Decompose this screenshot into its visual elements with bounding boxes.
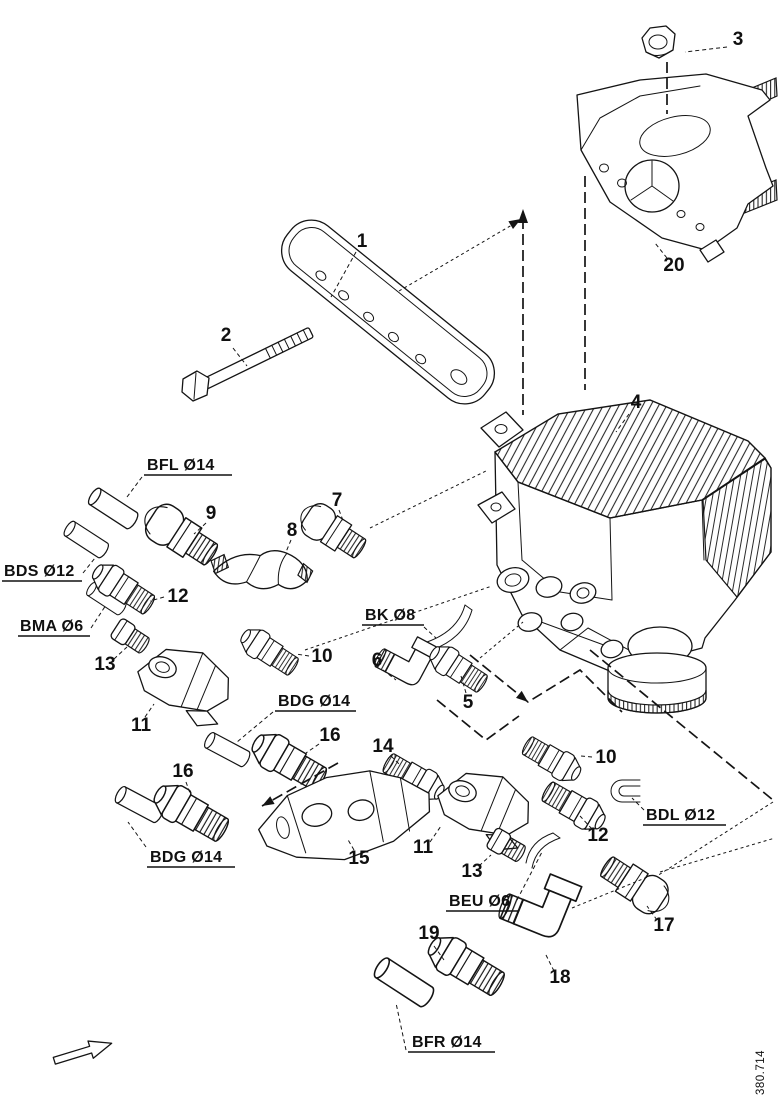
callout-14: 14 [372,736,394,757]
part-3-nut [641,25,676,59]
callout-13-right: 13 [461,861,482,882]
callout-5: 5 [463,692,474,713]
callout-13-left: 13 [94,654,115,675]
part-20-bracket [576,73,778,263]
part-16-fitting-lower [146,775,235,849]
port-label-bdg-lower: BDG Ø14 [150,849,222,866]
callout-9: 9 [206,503,217,524]
callout-10-left: 10 [311,646,332,667]
part-4-valve-body [477,399,772,714]
drawing-number: 380.714 [755,1050,767,1095]
callout-12-right: 12 [587,825,608,846]
callout-16-lower: 16 [172,761,193,782]
callout-20: 20 [663,255,684,276]
hose-bk [426,604,473,651]
callout-10-right: 10 [595,747,616,768]
part-17-fitting [593,848,678,922]
callout-7: 7 [332,490,343,511]
port-label-beu: BEU Ø6 [449,893,510,910]
tube-bds [61,519,112,561]
port-labels: BFL Ø14 BDS Ø12 BMA Ø6 BK Ø8 BDG Ø14 BDG… [2,457,726,1053]
part-5-fitting [423,638,493,698]
callout-17: 17 [653,915,674,936]
callout-6: 6 [372,650,383,671]
callout-12-left: 12 [167,586,188,607]
callout-16-upper: 16 [319,725,340,746]
callout-18: 18 [549,967,570,988]
part-11-manifold-right [427,758,540,857]
assembly-centerlines [261,62,776,909]
callout-8: 8 [287,520,298,541]
callout-11-left: 11 [131,715,152,736]
tube-bfl [85,485,141,532]
hose-beu [525,832,561,869]
callouts: 1 2 3 4 5 6 7 8 9 10 10 11 11 12 12 13 1… [94,29,743,988]
tube-bdl-clip [610,779,641,803]
part-8-fitting [210,550,314,590]
callout-15: 15 [348,848,370,869]
callout-4: 4 [631,392,642,413]
direction-arrow-icon [52,1040,113,1065]
valve-ports [496,567,624,659]
port-label-bfr: BFR Ø14 [412,1034,482,1051]
callout-2: 2 [221,325,232,346]
port-label-bfl: BFL Ø14 [147,457,215,474]
tube-bdg-upper [201,730,253,769]
port-label-bk: BK Ø8 [365,607,415,624]
tube-bfr [370,955,438,1010]
callout-1: 1 [357,231,368,252]
callout-3: 3 [733,29,744,50]
callout-11-right: 11 [413,837,434,858]
port-label-bdg-upper: BDG Ø14 [278,693,350,710]
part-10-fitting-right [517,731,587,789]
port-label-bdl: BDL Ø12 [646,807,715,824]
valve-silencer [607,626,707,714]
part-13-fitting-left [108,616,154,658]
port-label-bds: BDS Ø12 [4,563,75,580]
callout-19: 19 [418,923,439,944]
part-1-gasket [280,219,496,405]
part-2-bolt [181,327,314,402]
part-10-fitting-left [234,621,304,681]
port-label-bma: BMA Ø6 [20,618,83,635]
